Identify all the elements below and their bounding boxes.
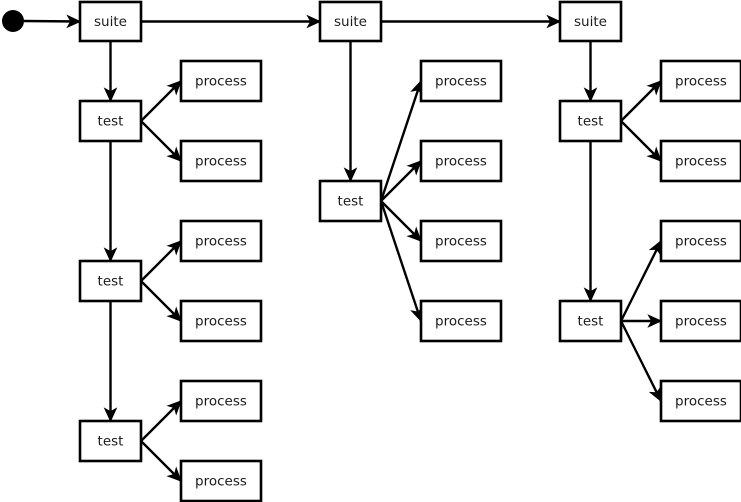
node-process-p8[interactable]: process (419, 139, 503, 183)
node-process-p7[interactable]: process (419, 59, 503, 103)
node-suite-suite3[interactable]: suite (558, 0, 623, 43)
node-box[interactable] (318, 179, 383, 223)
edge-test4-to-p8 (380, 160, 422, 202)
node-box[interactable] (179, 139, 263, 183)
node-box[interactable] (419, 59, 503, 103)
node-process-p12[interactable]: process (659, 139, 741, 183)
start-node (2, 10, 24, 32)
edge-test5-to-p12 (620, 120, 662, 162)
node-process-p2[interactable]: process (179, 139, 263, 183)
edge-test4-to-p9 (380, 200, 422, 242)
edge-test3-to-p5 (140, 400, 182, 442)
edge-test3-to-p6 (140, 440, 182, 482)
edge-test1-to-p1 (140, 80, 182, 122)
node-suite-suite1[interactable]: suite (78, 0, 143, 43)
node-box[interactable] (659, 219, 741, 263)
node-box[interactable] (659, 139, 741, 183)
node-process-p10[interactable]: process (419, 299, 503, 343)
node-process-p14[interactable]: process (659, 299, 741, 343)
node-test-test1[interactable]: test (78, 99, 143, 143)
node-suite-suite2[interactable]: suite (318, 0, 383, 43)
node-process-p3[interactable]: process (179, 219, 263, 263)
node-process-p5[interactable]: process (179, 379, 263, 423)
node-test-test5[interactable]: test (558, 99, 623, 143)
node-box[interactable] (179, 299, 263, 343)
node-process-p4[interactable]: process (179, 299, 263, 343)
node-box[interactable] (318, 0, 383, 43)
node-test-test6[interactable]: test (558, 299, 623, 343)
node-box[interactable] (78, 419, 143, 463)
node-test-test2[interactable]: test (78, 259, 143, 303)
node-box[interactable] (179, 379, 263, 423)
node-box[interactable] (558, 99, 623, 143)
node-box[interactable] (659, 379, 741, 423)
node-box[interactable] (179, 59, 263, 103)
node-process-p11[interactable]: process (659, 59, 741, 103)
node-process-p15[interactable]: process (659, 379, 741, 423)
node-test-test4[interactable]: test (318, 179, 383, 223)
node-box[interactable] (419, 219, 503, 263)
edge-test5-to-p11 (620, 80, 662, 122)
edge-test2-to-p3 (140, 240, 182, 282)
node-box[interactable] (659, 299, 741, 343)
node-box[interactable] (179, 459, 263, 502)
node-box[interactable] (558, 0, 623, 43)
node-process-p6[interactable]: process (179, 459, 263, 502)
edge-start-to-suite1 (23, 14, 82, 29)
edge-test6-to-p15 (619, 320, 663, 403)
node-box[interactable] (419, 139, 503, 183)
edge-test4-to-p10 (379, 200, 424, 323)
edge-test2-to-p4 (140, 280, 182, 322)
edge-test4-to-p7 (379, 79, 424, 202)
edge-test1-to-p2 (140, 120, 182, 162)
node-box[interactable] (558, 299, 623, 343)
node-process-p9[interactable]: process (419, 219, 503, 263)
node-box[interactable] (419, 299, 503, 343)
node-process-p1[interactable]: process (179, 59, 263, 103)
node-box[interactable] (179, 219, 263, 263)
node-test-test3[interactable]: test (78, 419, 143, 463)
node-box[interactable] (78, 259, 143, 303)
node-box[interactable] (78, 0, 143, 43)
edge-test6-to-p13 (619, 239, 663, 322)
node-box[interactable] (78, 99, 143, 143)
edges-layer (23, 14, 663, 482)
node-box[interactable] (659, 59, 741, 103)
node-process-p13[interactable]: process (659, 219, 741, 263)
